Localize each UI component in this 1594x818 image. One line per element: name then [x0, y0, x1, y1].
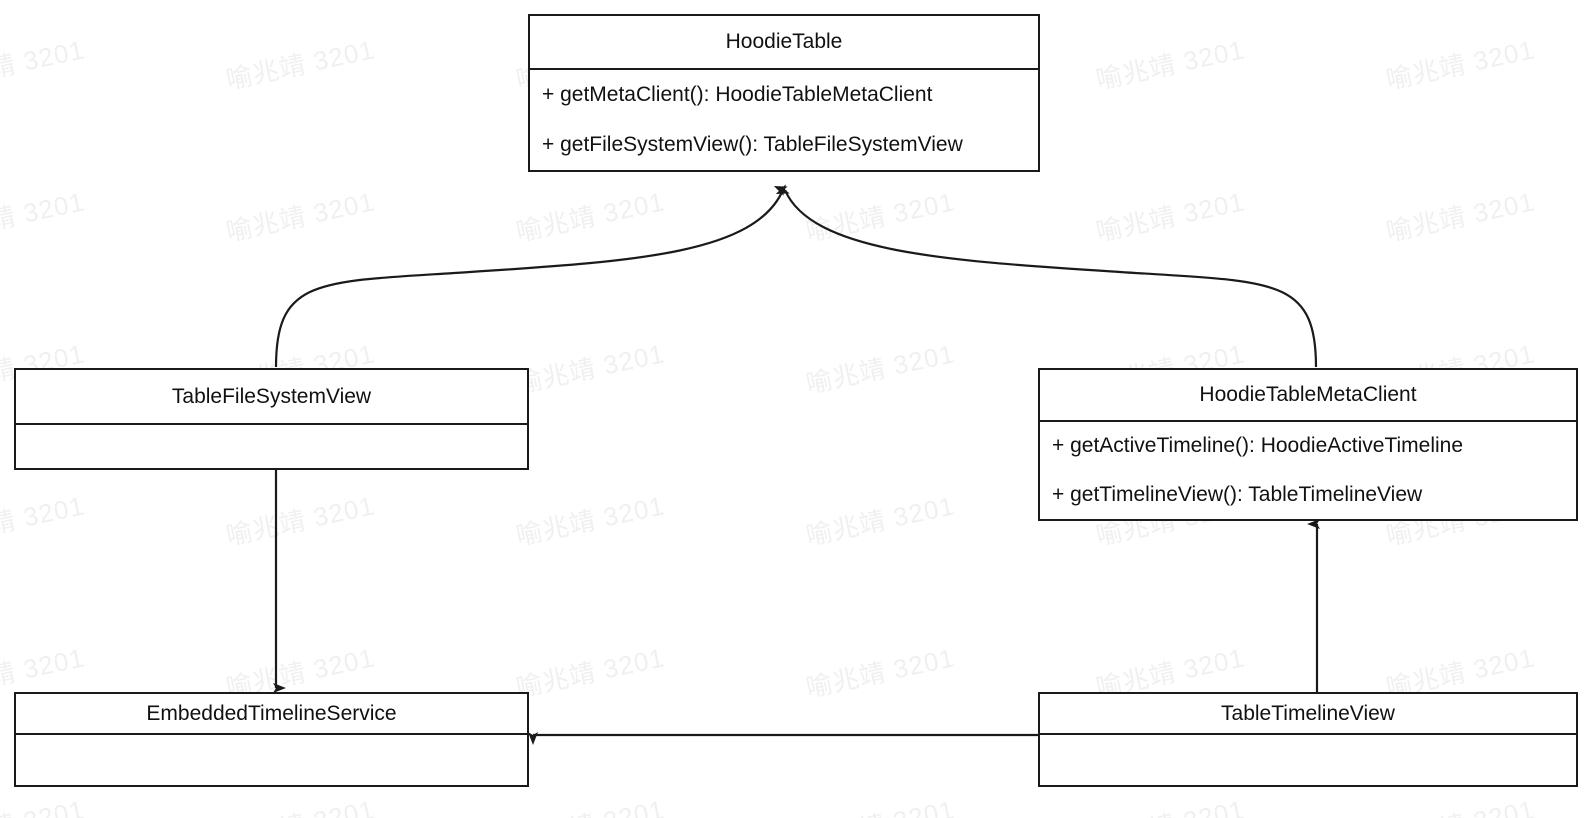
- class-members-embedded-timeline-service: [16, 735, 527, 785]
- class-member: + getFileSystemView(): TableFileSystemVi…: [542, 132, 963, 156]
- watermark-text: 喻兆靖 3201: [803, 338, 958, 400]
- watermark-text: 喻兆靖 3201: [803, 186, 958, 248]
- watermark-text: 喻兆靖 3201: [0, 490, 88, 552]
- watermark-text: 喻兆靖 3201: [513, 186, 668, 248]
- class-members-hoodie-table: + getMetaClient(): HoodieTableMetaClient…: [530, 70, 1038, 170]
- class-box-hoodie-table-meta-client[interactable]: HoodieTableMetaClient + getActiveTimelin…: [1038, 368, 1578, 521]
- watermark-text: 喻兆靖 3201: [0, 34, 88, 96]
- watermark-text: 喻兆靖 3201: [223, 490, 378, 552]
- class-member: + getTimelineView(): TableTimelineView: [1052, 482, 1423, 506]
- watermark-text: 喻兆靖 3201: [0, 186, 88, 248]
- class-members-table-file-system-view: [16, 425, 527, 468]
- class-member: + getActiveTimeline(): HoodieActiveTimel…: [1052, 434, 1464, 458]
- watermark-text: 喻兆靖 3201: [223, 186, 378, 248]
- edge-tablefilesystemview-to-hoodietable: [274, 185, 788, 368]
- class-name-embedded-timeline-service: EmbeddedTimelineService: [16, 694, 527, 735]
- class-box-hoodie-table[interactable]: HoodieTable + getMetaClient(): HoodieTab…: [528, 14, 1040, 172]
- class-member: + getMetaClient(): HoodieTableMetaClient: [542, 82, 933, 106]
- class-name-hoodie-table-meta-client: HoodieTableMetaClient: [1040, 370, 1576, 422]
- watermark-text: 喻兆靖 3201: [1383, 186, 1538, 248]
- class-box-embedded-timeline-service[interactable]: EmbeddedTimelineService: [14, 692, 529, 787]
- class-box-table-file-system-view[interactable]: TableFileSystemView: [14, 368, 529, 470]
- watermark-text: 喻兆靖 3201: [0, 789, 88, 818]
- watermark-text: 喻兆靖 3201: [1382, 789, 1537, 818]
- watermark-text: 喻兆靖 3201: [1093, 34, 1248, 96]
- watermark-text: 喻兆靖 3201: [803, 642, 958, 704]
- watermark-text: 喻兆靖 3201: [1383, 34, 1538, 96]
- class-name-table-timeline-view: TableTimelineView: [1040, 694, 1576, 735]
- edge-hoodietablemetaclient-to-hoodietable: [775, 184, 1318, 368]
- watermark-text: 喻兆靖 3201: [802, 789, 957, 818]
- class-name-table-file-system-view: TableFileSystemView: [16, 370, 527, 425]
- watermark-text: 喻兆靖 3201: [512, 789, 667, 818]
- watermark-text: 喻兆靖 3201: [803, 490, 958, 552]
- class-box-table-timeline-view[interactable]: TableTimelineView: [1038, 692, 1578, 787]
- class-members-hoodie-table-meta-client: + getActiveTimeline(): HoodieActiveTimel…: [1040, 422, 1576, 519]
- watermark-text: 喻兆靖 3201: [513, 642, 668, 704]
- watermark-text: 喻兆靖 3201: [513, 490, 668, 552]
- watermark-text: 喻兆靖 3201: [222, 789, 377, 818]
- watermark-text: 喻兆靖 3201: [1092, 789, 1247, 818]
- watermark-text: 喻兆靖 3201: [223, 34, 378, 96]
- watermark-text: 喻兆靖 3201: [513, 338, 668, 400]
- class-members-table-timeline-view: [1040, 735, 1576, 785]
- watermark-text: 喻兆靖 3201: [1093, 186, 1248, 248]
- class-name-hoodie-table: HoodieTable: [530, 16, 1038, 70]
